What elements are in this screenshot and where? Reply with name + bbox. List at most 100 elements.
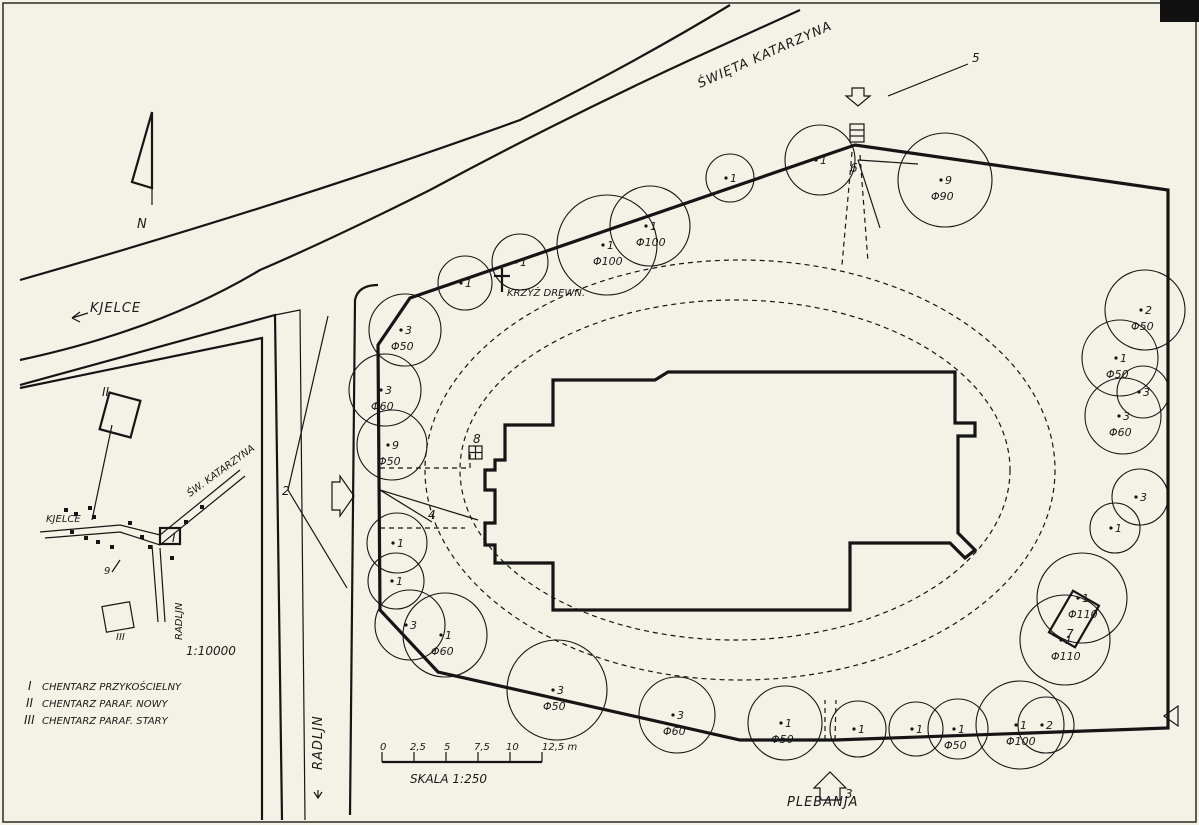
tree-diameter: Φ50	[771, 733, 794, 746]
tree-trunk-dot	[379, 388, 383, 392]
inset-9-label: 9	[104, 566, 110, 577]
tree-trunk-dot	[1040, 723, 1044, 727]
tree-crown	[1116, 365, 1170, 419]
tree-trunk-dot	[1014, 723, 1018, 727]
inset-radlin-label: RADLJN	[174, 602, 185, 640]
entrance-arrow-south-icon	[812, 771, 848, 801]
tree-trunk-dot	[390, 579, 394, 583]
tree-crown	[705, 153, 755, 203]
tree-trunk-dot	[404, 623, 408, 627]
inset-buildings	[64, 505, 204, 560]
road-label-katarzyna: ŚWIĘTA KATARZYNA	[695, 18, 834, 92]
tree-crown	[888, 701, 944, 757]
entrance-arrow-east-icon	[1162, 704, 1179, 728]
tree-trunk-dot	[1137, 390, 1141, 394]
scale-tick-3: 7,5	[474, 742, 490, 753]
tree-trunk-dot	[1117, 414, 1121, 418]
tree-trunk-dot	[391, 541, 395, 545]
tree-number: 3	[405, 324, 412, 337]
road-label-kielce: KJELCE	[90, 301, 141, 316]
entrance-arrow-west-icon	[331, 474, 355, 518]
side-paths	[380, 450, 471, 529]
tree-crown	[348, 353, 422, 427]
tree-diameter: Φ110	[1068, 608, 1098, 621]
scale-tick-2: 5	[444, 742, 450, 753]
tree-diameter: Φ60	[663, 725, 686, 738]
legend-num-2: II	[26, 696, 34, 710]
scale-bar	[381, 752, 543, 764]
arrow-kielce-icon	[71, 311, 89, 323]
marker-4: 4	[428, 508, 436, 522]
tree-crown	[1081, 319, 1159, 397]
cross-label: KRZYŻ DREWN.	[507, 286, 585, 299]
road-kielce	[19, 309, 306, 821]
tree-trunk-dot	[852, 727, 856, 731]
inset-map	[19, 336, 264, 820]
tree-crown	[1089, 502, 1141, 554]
south-paths	[824, 699, 837, 741]
marker-8: 8	[473, 432, 481, 446]
leader-lines	[287, 63, 969, 589]
tree-trunk-dot	[1114, 356, 1118, 360]
tree-crown	[829, 700, 887, 758]
tree-trunk-dot	[644, 224, 648, 228]
legend-num-3: III	[24, 713, 35, 727]
tree-number: 1	[1115, 522, 1122, 535]
tree-number: 1	[520, 256, 527, 269]
tree-number: 3	[410, 619, 417, 632]
tree-number: 1	[397, 537, 404, 550]
scale-tick-4: 10	[506, 742, 519, 753]
tree-trunk-dot	[671, 713, 675, 717]
tree-trunk-dot	[399, 328, 403, 332]
tree-crown	[975, 680, 1065, 770]
tree-number: 1	[396, 575, 403, 588]
tree-number: 1	[1082, 592, 1089, 605]
tree-crown	[367, 552, 425, 610]
tree-diameter: Φ100	[636, 236, 666, 249]
tree-number: 9	[392, 439, 399, 452]
tree-number: 1	[445, 629, 452, 642]
tree-number: 9	[945, 174, 952, 187]
legend-text-3: CHENTARZ PARAF. STARY	[42, 716, 169, 727]
tree-crown	[1017, 696, 1075, 754]
tree-number: 1	[820, 154, 827, 167]
tree-diameter: Φ50	[543, 700, 566, 713]
tree-crown	[368, 293, 442, 367]
tree-number: 1	[916, 723, 923, 736]
tree-number: 1	[1065, 634, 1072, 647]
tree-diameter: Φ60	[431, 645, 454, 658]
tree-trunk-dot	[1059, 638, 1063, 642]
tree-number: 3	[385, 384, 392, 397]
inset-scale-label: 1:10000	[186, 644, 236, 658]
tree-crown	[1084, 377, 1162, 455]
marker-3: 3	[845, 787, 853, 801]
marker-2: 2	[282, 484, 290, 498]
tree-diameter: Φ50	[378, 455, 401, 468]
tree-trunk-dot	[439, 633, 443, 637]
arrow-radlin-icon	[313, 790, 323, 800]
road-radlin	[348, 283, 379, 816]
inner-path	[459, 299, 1011, 641]
tree-diameter: Φ100	[1006, 735, 1036, 748]
tree-trunk-dot	[939, 178, 943, 182]
chapel-8-icon	[468, 445, 483, 460]
road-label-radlin: RADLJN	[311, 715, 326, 770]
legend-num-1: I	[28, 679, 32, 693]
tree-trunk-dot	[514, 260, 518, 264]
tree-diameter: Φ50	[391, 340, 414, 353]
tree-trunk-dot	[724, 176, 728, 180]
tree-crown	[366, 512, 428, 574]
legend-text-1: CHENTARZ PRZYKOŚCIELNY	[42, 680, 182, 693]
tree-crown	[897, 132, 993, 228]
inset-kielce-label: KJELCE	[46, 514, 81, 525]
cemetery-wall	[376, 143, 1170, 742]
dark-corner	[1160, 0, 1199, 22]
tree-diameter: Φ110	[1051, 650, 1081, 663]
tree-trunk-dot	[459, 281, 463, 285]
tree-trunk-dot	[1134, 495, 1138, 499]
north-label: N	[137, 217, 148, 232]
tree-crown	[747, 685, 823, 761]
tree-diameter: Φ50	[944, 739, 967, 752]
tree-number: 1	[730, 172, 737, 185]
